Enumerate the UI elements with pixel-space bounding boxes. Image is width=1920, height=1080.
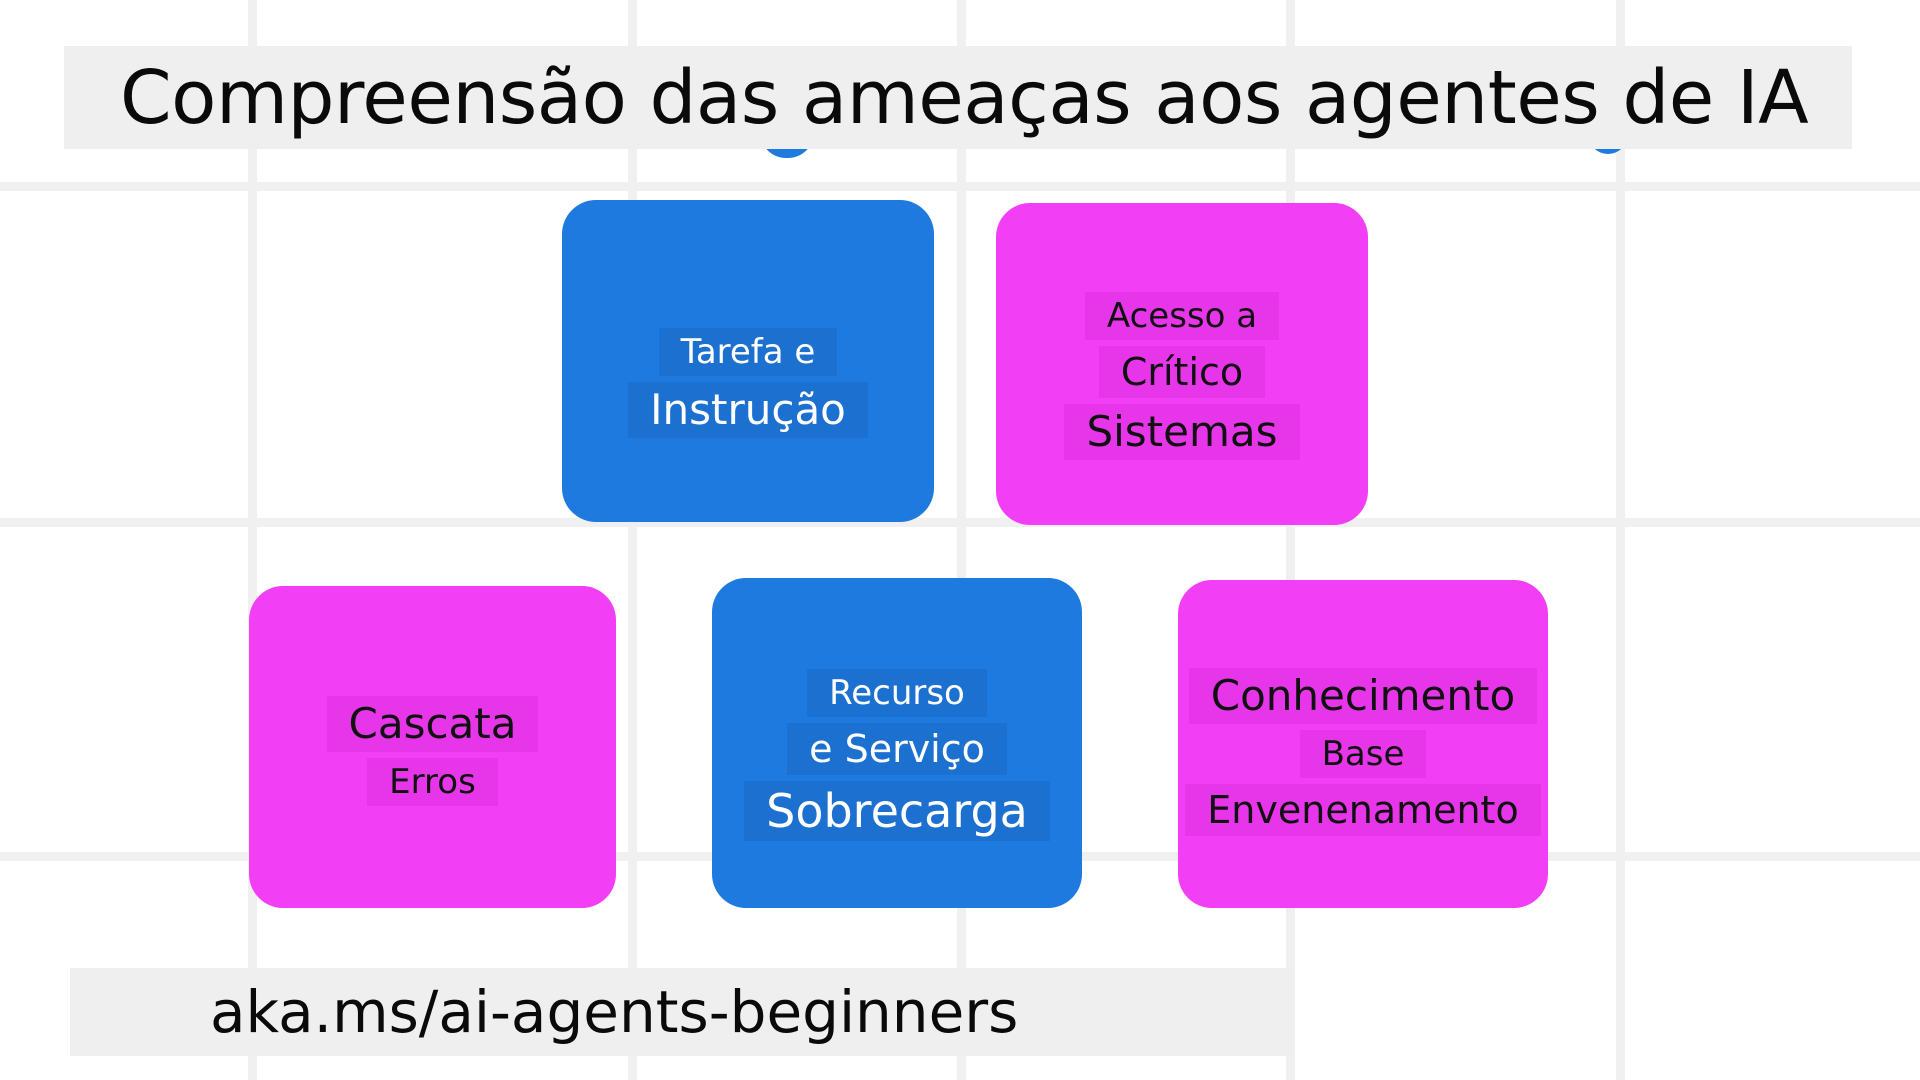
gridline-vertical: [628, 0, 637, 1080]
card-label: Sobrecarga: [744, 781, 1050, 841]
card-label: Instrução: [628, 382, 868, 438]
card-label-stack: Conhecimento Base Envenenamento: [1185, 665, 1541, 839]
card-label-stack: Tarefa e Instrução: [628, 325, 868, 441]
card-label: Crítico: [1098, 346, 1266, 398]
card-label: Conhecimento: [1188, 668, 1538, 724]
threat-card-knowledge-base-poisoning[interactable]: Conhecimento Base Envenenamento: [1178, 580, 1548, 908]
title-banner: Compreensão das ameaças aos agentes de I…: [64, 46, 1852, 149]
card-label-stack: Recurso e Serviço Sobrecarga: [744, 666, 1050, 844]
card-label: Acesso a: [1084, 292, 1280, 340]
url-banner: aka.ms/ai-agents-beginners: [70, 968, 1292, 1056]
gridline-vertical: [1616, 0, 1625, 1080]
gridline-horizontal: [0, 518, 1920, 527]
card-label-stack: Acesso a Crítico Sistemas: [1064, 289, 1300, 463]
resource-url[interactable]: aka.ms/ai-agents-beginners: [210, 978, 1019, 1046]
gridline-vertical: [248, 0, 257, 1080]
threat-card-critical-systems-access[interactable]: Acesso a Crítico Sistemas: [996, 203, 1368, 525]
card-label: e Serviço: [787, 723, 1007, 775]
threat-card-resource-service-overload[interactable]: Recurso e Serviço Sobrecarga: [712, 578, 1082, 908]
card-label: Envenenamento: [1185, 784, 1541, 836]
threat-card-cascading-errors[interactable]: Cascata Erros: [249, 586, 616, 908]
threat-card-task-instruction[interactable]: Tarefa e Instrução: [562, 200, 934, 522]
card-label: Erros: [367, 758, 498, 806]
page-title: Compreensão das ameaças aos agentes de I…: [120, 54, 1809, 141]
card-label: Base: [1299, 730, 1427, 778]
gridline-horizontal: [0, 182, 1920, 191]
gridline-vertical: [957, 0, 966, 1080]
gridline-vertical: [1286, 0, 1295, 1080]
card-label: Cascata: [326, 696, 539, 752]
card-label: Tarefa e: [658, 328, 838, 376]
card-label-stack: Cascata Erros: [326, 693, 539, 809]
card-label: Recurso: [807, 669, 987, 717]
card-label: Sistemas: [1064, 404, 1300, 460]
